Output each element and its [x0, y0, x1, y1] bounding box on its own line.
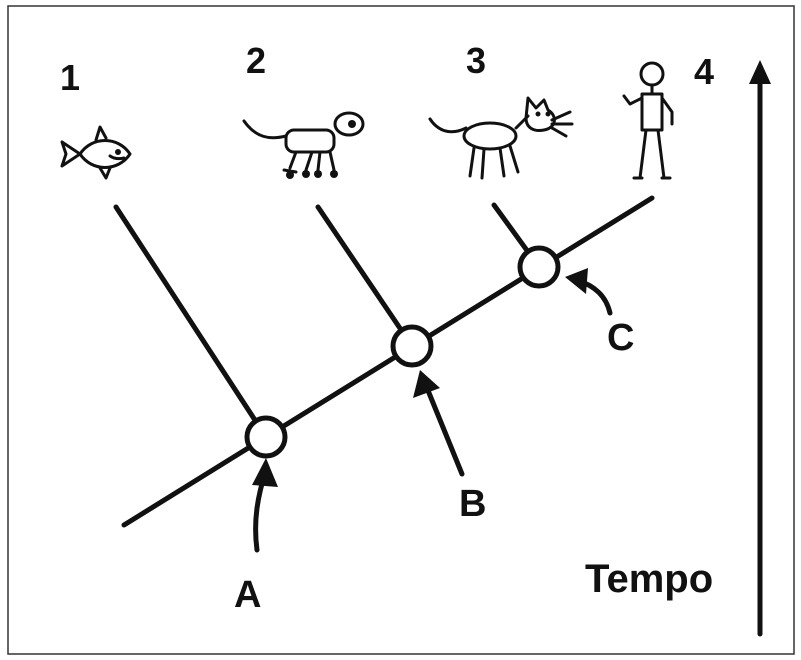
amphibian-icon	[242, 111, 365, 179]
branch-1	[113, 204, 269, 440]
human-icon	[622, 61, 674, 180]
time-axis-label: Tempo	[585, 557, 713, 601]
branch-2	[315, 204, 415, 349]
node-c-circle	[517, 245, 561, 289]
taxon-number-3: 3	[466, 40, 486, 81]
arrow-to-node-b	[413, 370, 465, 477]
node-label-c: C	[607, 317, 634, 359]
arrow-to-node-c	[565, 268, 613, 316]
time-axis-arrow	[749, 60, 771, 637]
taxon-number-1: 1	[60, 57, 80, 98]
node-label-a: A	[234, 574, 261, 616]
taxon-number-2: 2	[246, 40, 266, 81]
fish-icon	[60, 125, 132, 180]
main-trunk	[121, 195, 655, 528]
node-label-b: B	[459, 483, 486, 525]
taxon-number-4: 4	[694, 51, 714, 92]
node-a-circle	[244, 415, 288, 459]
arrow-to-node-a	[252, 458, 278, 553]
cat-icon	[428, 96, 574, 180]
node-b-circle	[390, 324, 434, 368]
figure-frame	[7, 5, 795, 655]
